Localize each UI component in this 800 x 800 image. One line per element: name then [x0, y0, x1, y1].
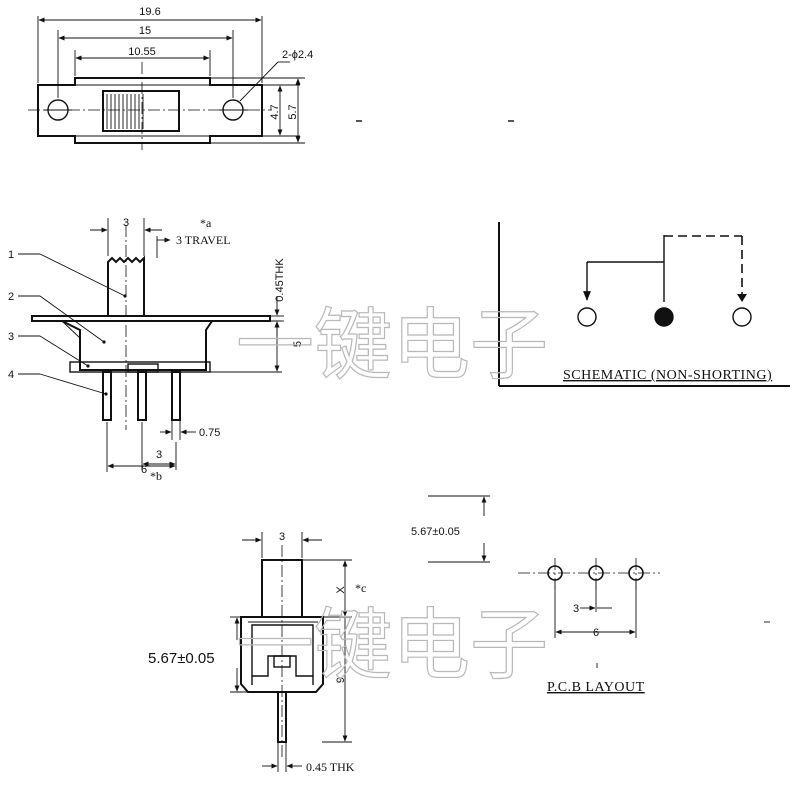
actuator-ridges	[106, 94, 144, 129]
pin-left	[102, 371, 112, 421]
side-view-outline	[31, 225, 271, 430]
dim-total-height: 9	[335, 677, 347, 683]
part-label-1: 1	[8, 249, 14, 261]
dim-pcb-span: 6	[593, 627, 599, 639]
front-view-outline	[240, 545, 324, 760]
dim-body-height: 5	[292, 341, 304, 347]
note-a: *a	[200, 216, 212, 230]
dim-pcb-pitch: 3	[573, 603, 579, 615]
watermark-bottom: 一键电子	[236, 601, 548, 691]
dim-hole-pitch: 15	[139, 25, 151, 37]
schematic-title: SCHEMATIC (NON-SHORTING)	[563, 368, 772, 383]
note-c: *c	[355, 581, 366, 595]
part-label-2: 2	[8, 291, 14, 303]
slide-actuator	[102, 90, 180, 132]
watermark-top: 一键电子	[236, 301, 548, 391]
dim-mounting-holes: 2-ϕ2.4	[282, 49, 313, 61]
terminal-right	[732, 307, 752, 327]
terminal-left	[577, 307, 597, 327]
dim-flange-thickness: 0.45THK	[274, 258, 286, 302]
top-view-outline	[28, 62, 272, 150]
top-view: 19.6 15 10.55 2-ϕ2.4 4.7 5.7	[28, 6, 514, 150]
dim-actuator-width: 3	[123, 217, 129, 229]
dim-height-outer: 5.7	[287, 104, 299, 119]
pcb-layout: 3 6 P.C.B LAYOUT	[518, 558, 770, 695]
dim-body-length: 10.55	[128, 46, 156, 58]
part-label-3: 3	[8, 331, 14, 343]
dim-pin-pitch: 3	[156, 449, 162, 461]
dim-front-actuator-width: 3	[279, 531, 285, 543]
schematic: SCHEMATIC (NON-SHORTING)	[498, 222, 790, 387]
dim-pin-thickness: 0.45 THK	[306, 760, 355, 774]
dim-actuator-height: 5.67±0.05	[411, 526, 460, 538]
dim-height-inner: 4.7	[269, 104, 281, 119]
dim-x: X	[335, 586, 347, 594]
front-view: 3 5.67±0.05 X *c 5.67±0.05 9 0.45 THK	[148, 495, 490, 774]
dim-pin-span: 6	[141, 464, 147, 476]
schematic-wiring	[583, 235, 747, 302]
note-b: *b	[150, 469, 162, 483]
pin-right	[171, 371, 181, 421]
dim-travel: 3 TRAVEL	[176, 233, 231, 247]
dim-pin-width: 0.75	[199, 427, 220, 439]
side-view: 1 2 3 4 3 *a 3 TRAVEL 0.45THK	[8, 216, 304, 483]
pcb-layout-title: P.C.B LAYOUT	[547, 680, 645, 695]
pin-center	[137, 371, 147, 421]
part-label-4: 4	[8, 369, 14, 381]
terminal-common	[654, 307, 674, 327]
dim-overall-width: 19.6	[139, 6, 160, 18]
dim-body-height-front: 5.67±0.05	[148, 650, 215, 667]
